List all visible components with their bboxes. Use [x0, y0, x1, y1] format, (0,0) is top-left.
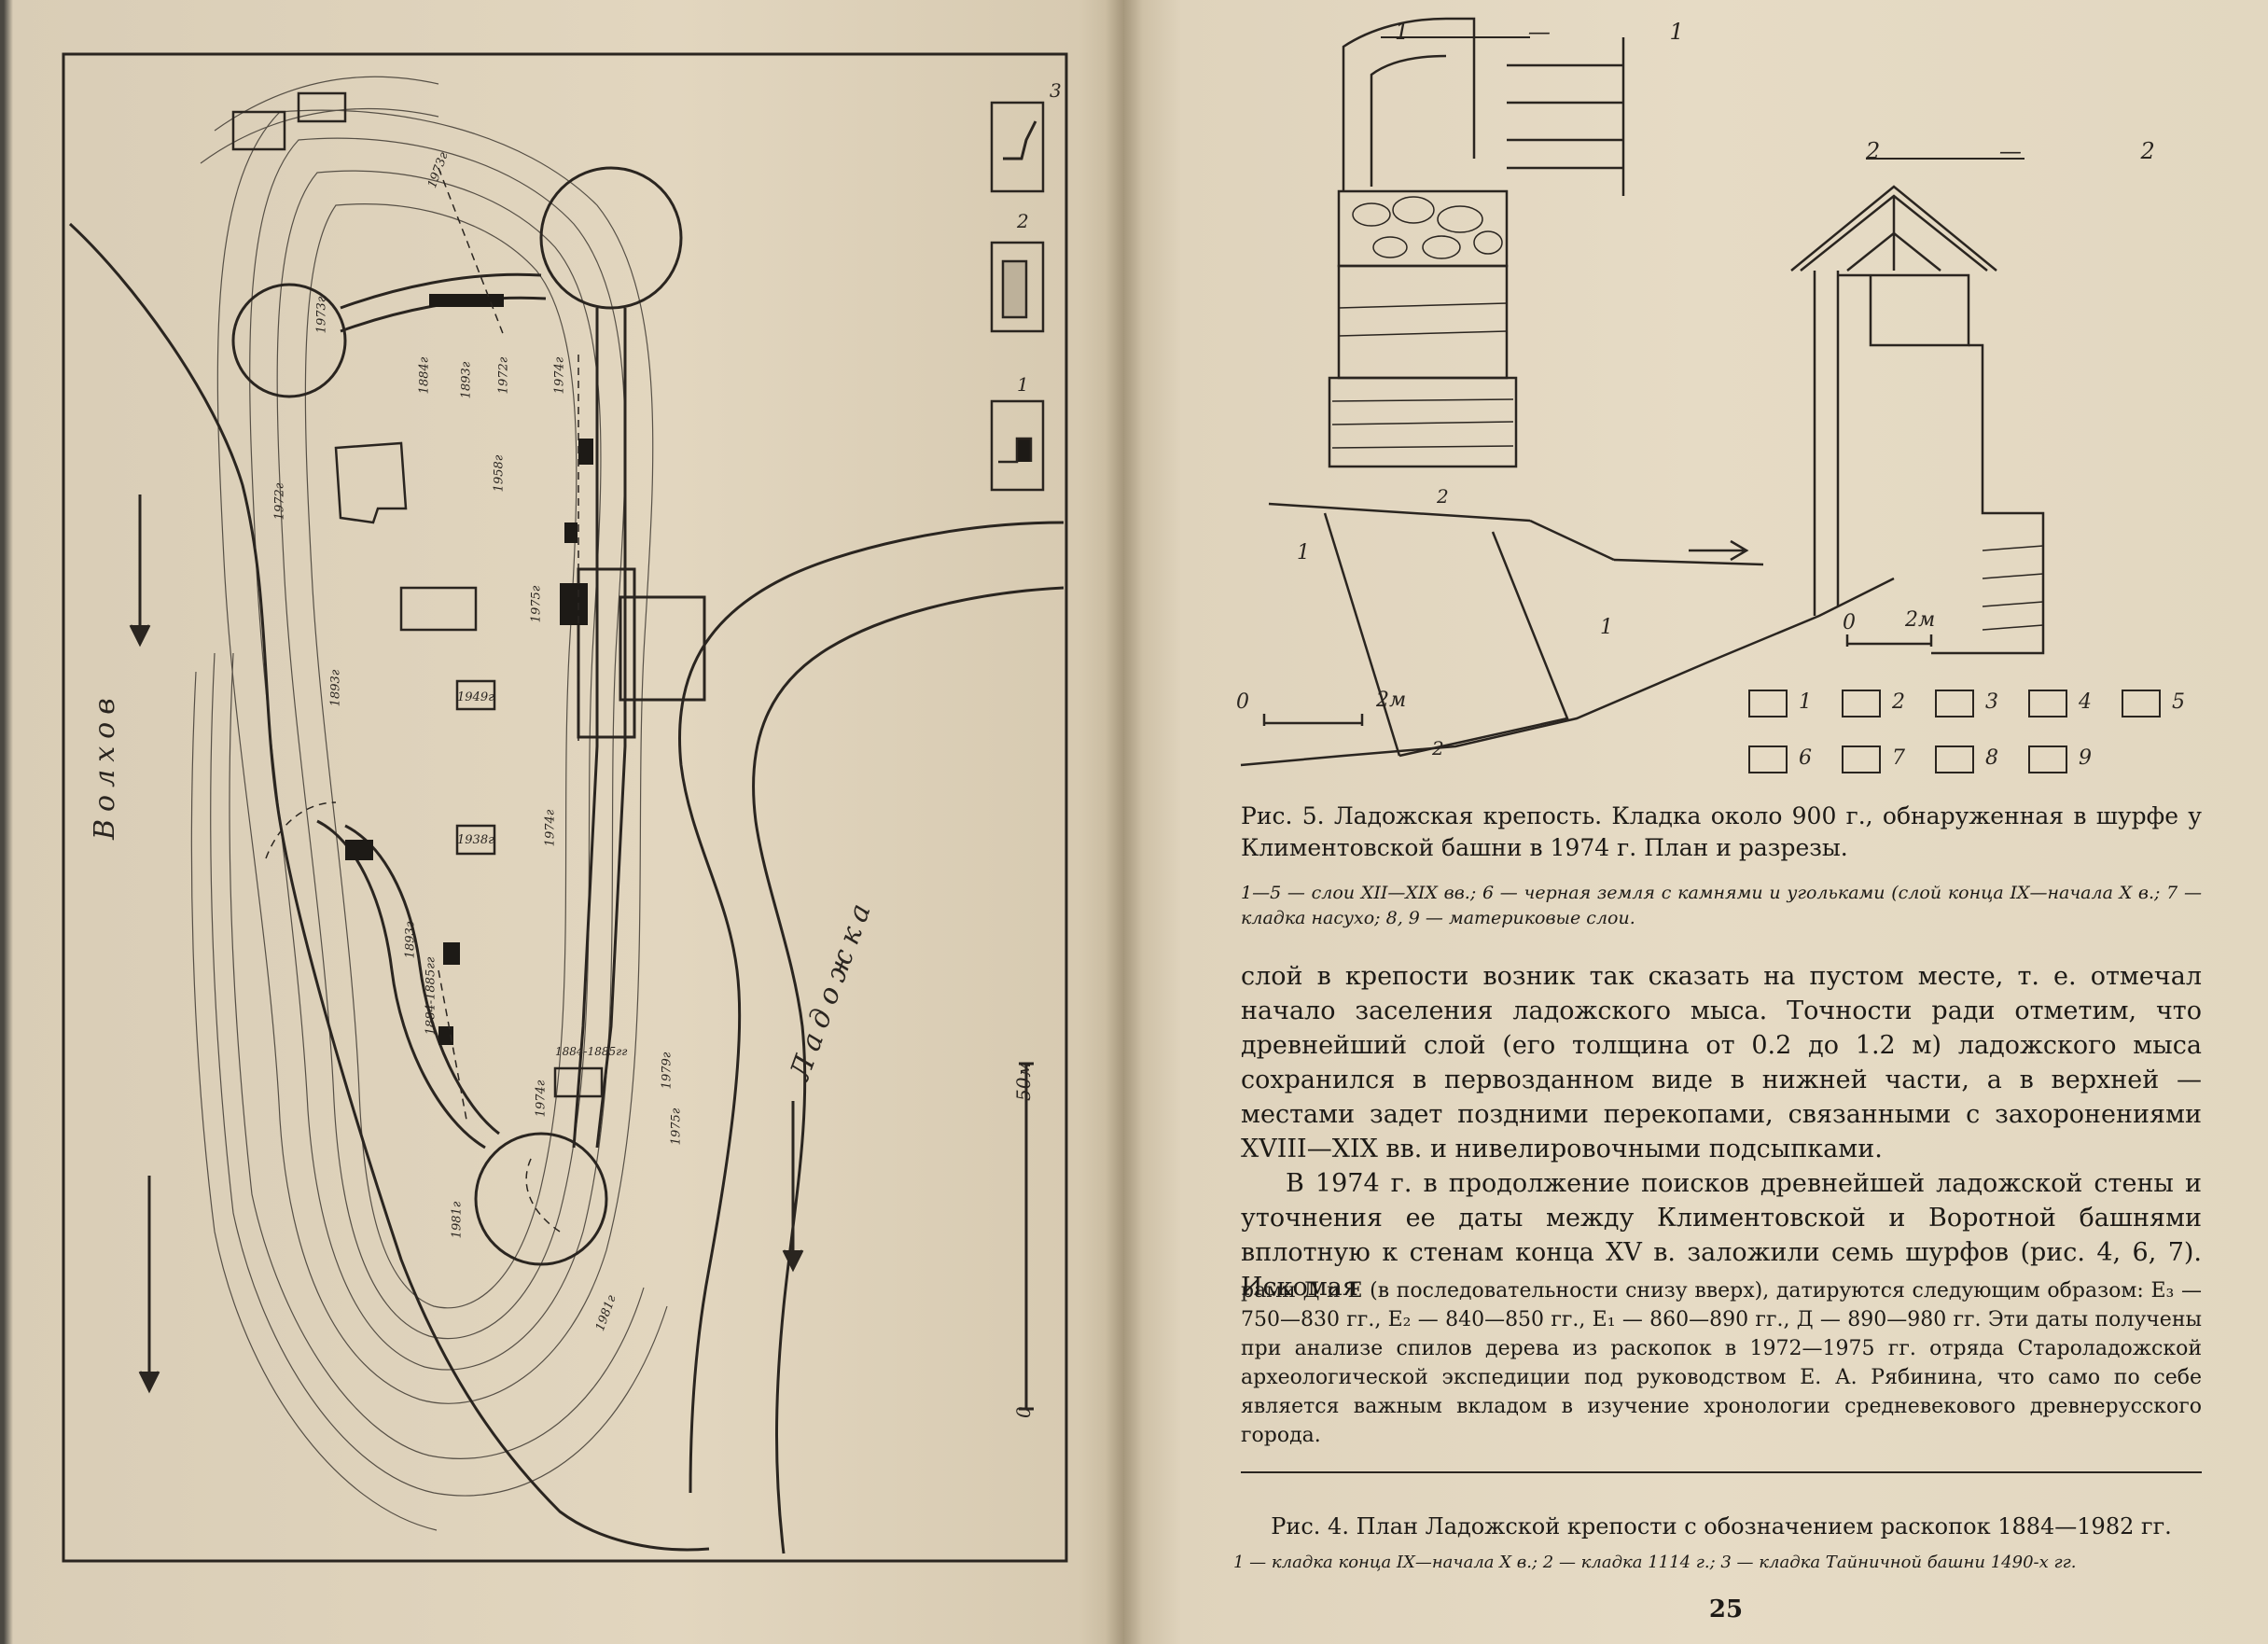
section-1-wall [1328, 17, 1625, 468]
figure5-sections-drawing [1240, 17, 2161, 773]
scale-left-zero: 0 [1236, 690, 1249, 714]
scale-50m-label: 50м [1012, 1061, 1035, 1101]
legend-number: 4 [2079, 690, 2092, 714]
year-label: 1981г [450, 1201, 465, 1239]
section-1-ground [1240, 502, 1895, 767]
figure4-legend-text: 1 — кладка конца IX—начала X в.; 2 — кла… [1233, 1553, 2077, 1572]
figure5-caption: Рис. 5. Ладожская крепость. Кладка около… [1241, 802, 2202, 861]
page-number: 25 [1708, 1595, 1744, 1623]
marker-2-top: 2 [1437, 485, 1449, 508]
year-label: 1884г [417, 356, 432, 395]
river-volkhov-label: Волхов [89, 690, 121, 840]
section-1-stones [1331, 196, 1514, 449]
legend-number: 3 [1985, 690, 1998, 714]
legend-number: 8 [1985, 746, 1998, 770]
ladozhka-bank-lower [752, 586, 1064, 1554]
ladozhka-bank-upper [678, 521, 1064, 1494]
year-label: 1973г [314, 296, 329, 334]
year-label: 1884-1885гг [424, 956, 438, 1036]
figure5-legend-text: 1—5 — слои XII—XIX вв.; 6 — черная земля… [1241, 883, 2202, 928]
year-label: 1974г [552, 356, 567, 395]
excavation-marks [345, 294, 593, 1045]
year-label: 1972г [272, 482, 287, 521]
legend-number: 6 [1799, 746, 1812, 770]
year-label: 1975г [669, 1108, 684, 1146]
year-label: 1949г [457, 690, 494, 704]
footnote: рами Д и Е (в последовательности снизу в… [1241, 1279, 2202, 1447]
year-label: 1972г [496, 356, 511, 395]
buildings [231, 91, 604, 1098]
year-label: 1893г [459, 361, 474, 399]
year-label: 1958г [492, 454, 507, 493]
year-label: 1974г [543, 809, 558, 847]
scale-right-value: 2м [1905, 608, 1936, 632]
paragraph-2: В 1974 г. в продолжение поисков древнейш… [1241, 1169, 2202, 1302]
excavation-lines [265, 167, 579, 1233]
section-1-header: 1 — 1 [1395, 19, 1740, 45]
scale-bar [1019, 1062, 1034, 1411]
legend-number: 7 [1892, 746, 1905, 770]
year-label: 1893г [403, 921, 418, 959]
marker-2-bottom: 2 [1432, 737, 1444, 759]
year-label: 1893г [328, 669, 343, 707]
section-2-layers [1982, 545, 2044, 631]
marker-1-right: 1 [1600, 616, 1613, 639]
left-page [0, 0, 1124, 1644]
book-gutter [1106, 0, 1143, 1644]
right-page [1124, 0, 2268, 1644]
legend-number: 5 [2172, 690, 2185, 714]
scale-zero-label: 0 [1012, 1406, 1035, 1418]
year-label: 1974г [534, 1080, 549, 1118]
section-1-arrow [1689, 539, 1749, 562]
fortress-walls [231, 166, 706, 1266]
volkhov-bank [68, 222, 710, 1552]
scale-right-zero: 0 [1843, 611, 1856, 634]
legend-number: 9 [2079, 746, 2092, 770]
scale-bar-right [1845, 634, 1933, 647]
map-legend-boxes [990, 101, 1045, 492]
year-label: 1884-1885гг [555, 1045, 628, 1058]
year-label: 1979г [660, 1052, 675, 1090]
section-2-header: 2 — 2 [1866, 138, 2211, 164]
flow-arrows [129, 495, 804, 1394]
marker-1-left: 1 [1297, 541, 1310, 564]
map-frame [62, 52, 1068, 1563]
section-2-structure [1790, 185, 2045, 655]
year-label: 1975г [529, 585, 544, 623]
scale-left-value: 2м [1376, 689, 1407, 712]
map-legend-2: 2 [1017, 210, 1029, 232]
figure4-caption: Рис. 4. План Ладожской крепости с обозна… [1271, 1513, 2172, 1540]
scale-bar-left [1262, 714, 1364, 726]
legend-number: 2 [1892, 690, 1905, 714]
paragraph-1: слой в крепости возник так сказать на пу… [1241, 962, 2202, 1163]
year-label: 1938г [457, 833, 494, 847]
map-legend-1: 1 [1017, 373, 1029, 396]
main-body-text: слой в крепости возник так сказать на пу… [1241, 959, 2202, 1304]
figure5-legend-swatches [1748, 690, 2161, 773]
contour-lines [190, 76, 668, 1531]
fortress-plan-map [62, 52, 1068, 1563]
map-legend-3: 3 [1050, 79, 1062, 102]
figure4-divider [1241, 1471, 2202, 1473]
legend-number: 1 [1799, 690, 1812, 714]
